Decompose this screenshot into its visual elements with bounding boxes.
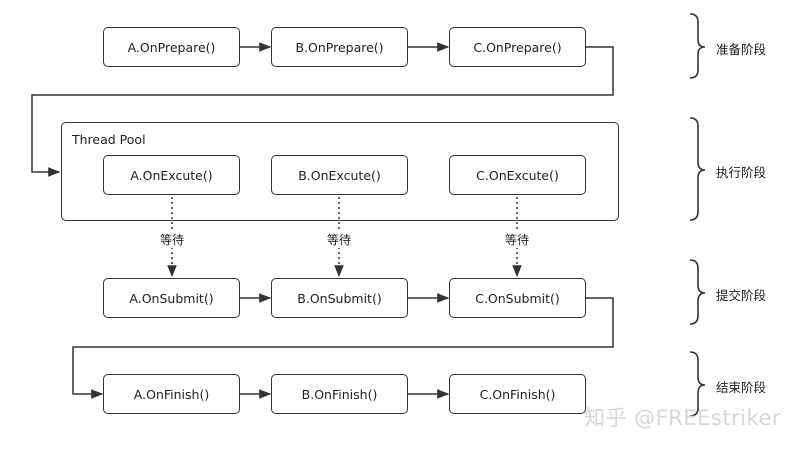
arrow-submit-to-finish — [72, 297, 614, 399]
node-b-onexcute: B.OnExcute() — [271, 155, 408, 195]
node-c-onsubmit: C.OnSubmit() — [449, 278, 586, 318]
node-c-onexcute: C.OnExcute() — [449, 155, 586, 195]
node-b-onfinish: B.OnFinish() — [271, 374, 408, 414]
brace-prepare — [689, 13, 706, 79]
brace-finish — [689, 351, 706, 417]
phase-label-submit: 提交阶段 — [716, 288, 767, 303]
thread-pool-title: Thread Pool — [72, 132, 146, 147]
wait-label-a: 等待 — [158, 231, 187, 248]
wait-label-b: 等待 — [325, 231, 354, 248]
node-b-onsubmit: B.OnSubmit() — [271, 278, 408, 318]
node-a-onexcute: A.OnExcute() — [103, 155, 240, 195]
node-b-onprepare: B.OnPrepare() — [271, 27, 408, 67]
phase-label-finish: 结束阶段 — [716, 380, 767, 395]
brace-execute — [689, 117, 706, 221]
wait-label-c: 等待 — [503, 231, 532, 248]
brace-submit — [689, 259, 706, 325]
node-c-onprepare: C.OnPrepare() — [449, 27, 586, 67]
arrow-prepare-to-pool — [31, 46, 614, 177]
node-c-onfinish: C.OnFinish() — [449, 374, 586, 414]
node-a-onfinish: A.OnFinish() — [103, 374, 240, 414]
node-a-onprepare: A.OnPrepare() — [103, 27, 240, 67]
node-a-onsubmit: A.OnSubmit() — [103, 278, 240, 318]
phase-label-execute: 执行阶段 — [716, 165, 767, 180]
thread-pool-container — [61, 122, 619, 221]
watermark-text: 知乎 @FREEstriker — [584, 406, 781, 430]
phase-label-prepare: 准备阶段 — [716, 42, 767, 57]
